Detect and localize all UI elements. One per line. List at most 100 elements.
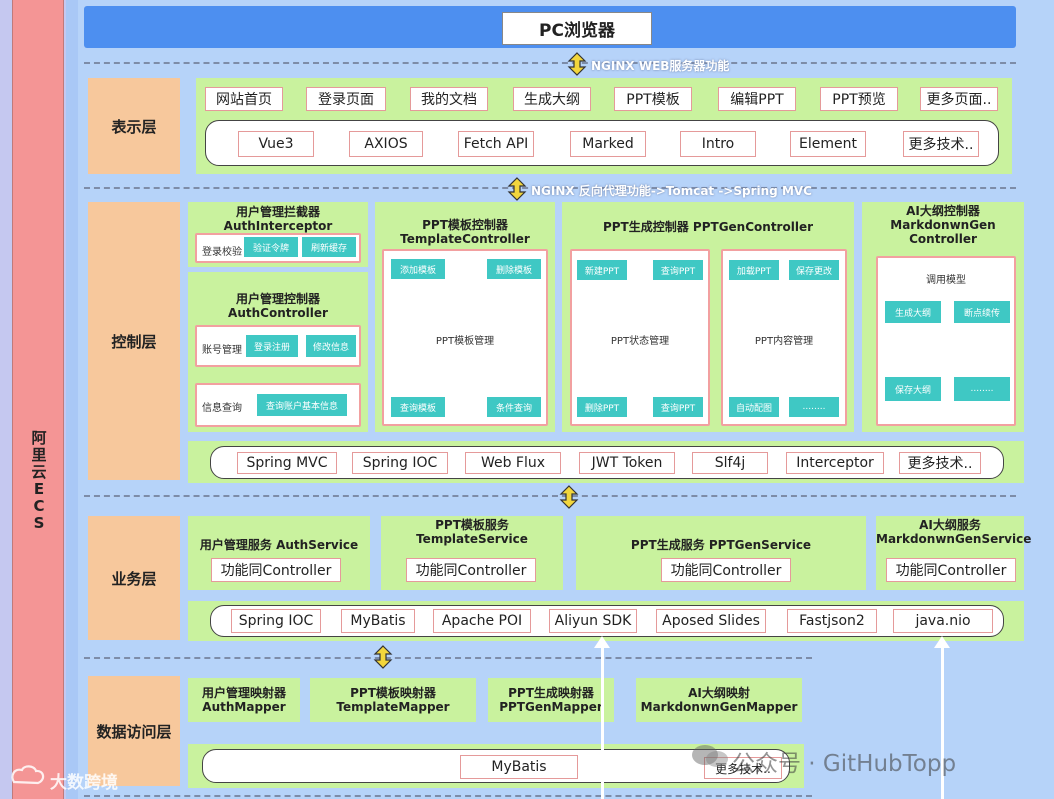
more-content-button[interactable]: ........ — [789, 397, 839, 417]
tech-tag: Intro — [680, 131, 756, 157]
page-tag: 生成大纲 — [513, 87, 591, 111]
ppt-state-label: PPT状态管理 — [610, 336, 670, 347]
service-tag: 功能同Controller — [886, 558, 1016, 582]
control-layer-label: 控制层 — [88, 202, 180, 480]
tech-tag: 更多技术.. — [903, 131, 979, 157]
wechat-icon — [692, 745, 728, 767]
login-check-label: 登录校验 — [202, 247, 242, 258]
tech-tag: Spring IOC — [231, 609, 321, 633]
save-outline-button[interactable]: 保存大纲 — [885, 377, 941, 401]
mapper-panel — [188, 678, 300, 722]
auto-image-button[interactable]: 自动配图 — [729, 397, 779, 417]
tech-tag: Aliyun SDK — [549, 609, 637, 633]
mapper-panel — [310, 678, 476, 722]
double-arrow-icon — [567, 52, 587, 76]
delete-ppt-button[interactable]: 删除PPT — [577, 397, 627, 417]
edit-info-button[interactable]: 修改信息 — [306, 335, 356, 357]
query-template-button[interactable]: 查询模板 — [391, 397, 445, 417]
tech-tag: Fetch API — [458, 131, 534, 157]
new-ppt-button[interactable]: 新建PPT — [577, 260, 627, 280]
tech-tag: java.nio — [893, 609, 993, 633]
tech-tag: Fastjson2 — [787, 609, 877, 633]
mapper-panel — [488, 678, 614, 722]
mapper-panel — [636, 678, 802, 722]
ppt-gen-controller-title: PPT生成控制器 PPTGenController — [602, 220, 814, 234]
arrow-up-icon — [594, 636, 610, 648]
page-tag: 我的文档 — [410, 87, 488, 111]
add-template-button[interactable]: 添加模板 — [391, 259, 445, 279]
conditional-query-button[interactable]: 条件查询 — [487, 397, 541, 417]
tech-tag: Slf4j — [692, 452, 768, 474]
generate-outline-button[interactable]: 生成大纲 — [885, 301, 941, 323]
delete-template-button[interactable]: 删除模板 — [487, 259, 541, 279]
double-arrow-icon — [373, 645, 393, 669]
page-tag: 登录页面 — [306, 87, 386, 111]
query-ppt-button[interactable]: 查询PPT — [653, 260, 703, 280]
business-layer-label: 业务层 — [88, 516, 180, 640]
presentation-layer-label: 表示层 — [88, 78, 180, 174]
page-tag: 网站首页 — [205, 87, 283, 111]
service-tag: 功能同Controller — [211, 558, 341, 582]
service-tag: 功能同Controller — [661, 558, 791, 582]
double-arrow-icon — [559, 485, 579, 509]
bottom-watermark: 大数跨境 — [50, 773, 118, 793]
tech-tag: Spring IOC — [352, 452, 448, 474]
tech-tag: Vue3 — [238, 131, 314, 157]
divider-line — [84, 187, 1016, 189]
resume-transfer-button[interactable]: 断点续传 — [954, 301, 1010, 323]
divider-line — [84, 657, 812, 659]
connector-line — [941, 644, 944, 799]
service-title: 用户管理服务 AuthService — [199, 538, 359, 552]
template-management-label: PPT模板管理 — [435, 336, 495, 347]
right-watermark: 公众号 · GitHubTopp — [732, 751, 957, 777]
mybatis-tag: MyBatis — [460, 755, 578, 779]
model-call-label: 调用模型 — [926, 275, 966, 286]
tech-tag: MyBatis — [341, 609, 415, 633]
divider-line — [84, 495, 1016, 497]
page-tag: PPT模板 — [614, 87, 692, 111]
save-changes-button[interactable]: 保存更改 — [789, 260, 839, 280]
divider-line — [84, 795, 812, 797]
load-ppt-button[interactable]: 加载PPT — [729, 260, 779, 280]
account-management-label: 账号管理 — [202, 345, 242, 356]
nginx-proxy-label: NGINX 反向代理功能->Tomcat ->Spring MVC — [531, 184, 812, 198]
tech-tag: Spring MVC — [237, 452, 337, 474]
service-title: PPT生成服务 PPTGenService — [630, 538, 812, 552]
ppt-content-label: PPT内容管理 — [754, 336, 814, 347]
tech-tag: AXIOS — [349, 131, 423, 157]
more-tech-tag: 更多技术.. — [704, 757, 782, 779]
tech-tag: Element — [790, 131, 866, 157]
query-account-info-button[interactable]: 查询账户基本信息 — [257, 394, 347, 416]
tech-tag: Marked — [570, 131, 646, 157]
more-outline-button[interactable]: ........ — [954, 377, 1010, 401]
divider-line — [84, 62, 1016, 64]
tech-tag: 更多技术.. — [899, 452, 981, 474]
connector-line — [601, 644, 604, 799]
logo-icon — [11, 765, 45, 785]
pc-browser-box: PC浏览器 — [502, 12, 652, 45]
verify-token-button[interactable]: 验证令牌 — [244, 237, 298, 257]
query-ppt-button-2[interactable]: 查询PPT — [653, 397, 703, 417]
nginx-web-label: NGINX WEB服务器功能 — [591, 59, 730, 73]
tech-tag: Aposed Slides — [656, 609, 766, 633]
login-register-button[interactable]: 登录注册 — [246, 335, 298, 357]
tech-tag: JWT Token — [579, 452, 675, 474]
page-tag: PPT预览 — [820, 87, 898, 111]
tech-tag: Interceptor — [786, 452, 884, 474]
page-tag: 编辑PPT — [718, 87, 796, 111]
arrow-up-icon — [934, 636, 950, 648]
refresh-cache-button[interactable]: 刷新缓存 — [302, 237, 356, 257]
data-access-layer-label: 数据访问层 — [88, 676, 180, 786]
page-tag: 更多页面.. — [920, 87, 998, 111]
